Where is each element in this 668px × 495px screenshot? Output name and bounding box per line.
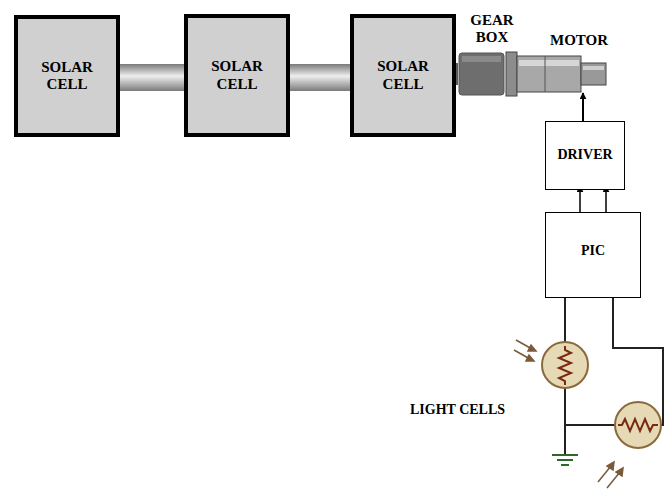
light-arrows: [514, 340, 536, 361]
motor-body: [505, 51, 608, 97]
node-label: DRIVER: [557, 147, 612, 163]
shaft-connector: [456, 63, 458, 85]
wire: [564, 388, 566, 455]
light-arrows: [598, 462, 623, 488]
motor-outline: [505, 51, 608, 97]
node-label: GEAR BOX: [464, 12, 520, 47]
part-label: LIGHT CELLS: [410, 402, 505, 418]
node-label: SOLAR CELL: [32, 59, 102, 94]
node-label: SOLAR CELL: [202, 58, 272, 93]
node-label: MOTOR: [541, 32, 617, 49]
shaft-connector: [120, 64, 184, 91]
wire: [564, 298, 566, 342]
ldr-symbol: [615, 402, 661, 448]
solar-cell-box: SOLAR CELL: [14, 15, 120, 137]
node-label: SOLAR CELL: [368, 58, 438, 93]
driver-box: DRIVER: [545, 121, 625, 190]
motor: MOTOR: [505, 32, 617, 98]
shaft-connector: [290, 64, 350, 91]
node-label: PIC: [546, 243, 640, 259]
wire: [565, 424, 615, 426]
signal-arrow: [582, 93, 584, 121]
gear-box-outline: [458, 52, 505, 96]
pic-box: PIC: [545, 212, 641, 298]
ldr-symbol: [542, 342, 588, 388]
solar-cell-box: SOLAR CELL: [184, 14, 290, 137]
gear-box-body: [458, 52, 505, 96]
ground-symbol: [552, 455, 578, 465]
solar-cell-box: SOLAR CELL: [350, 14, 456, 137]
